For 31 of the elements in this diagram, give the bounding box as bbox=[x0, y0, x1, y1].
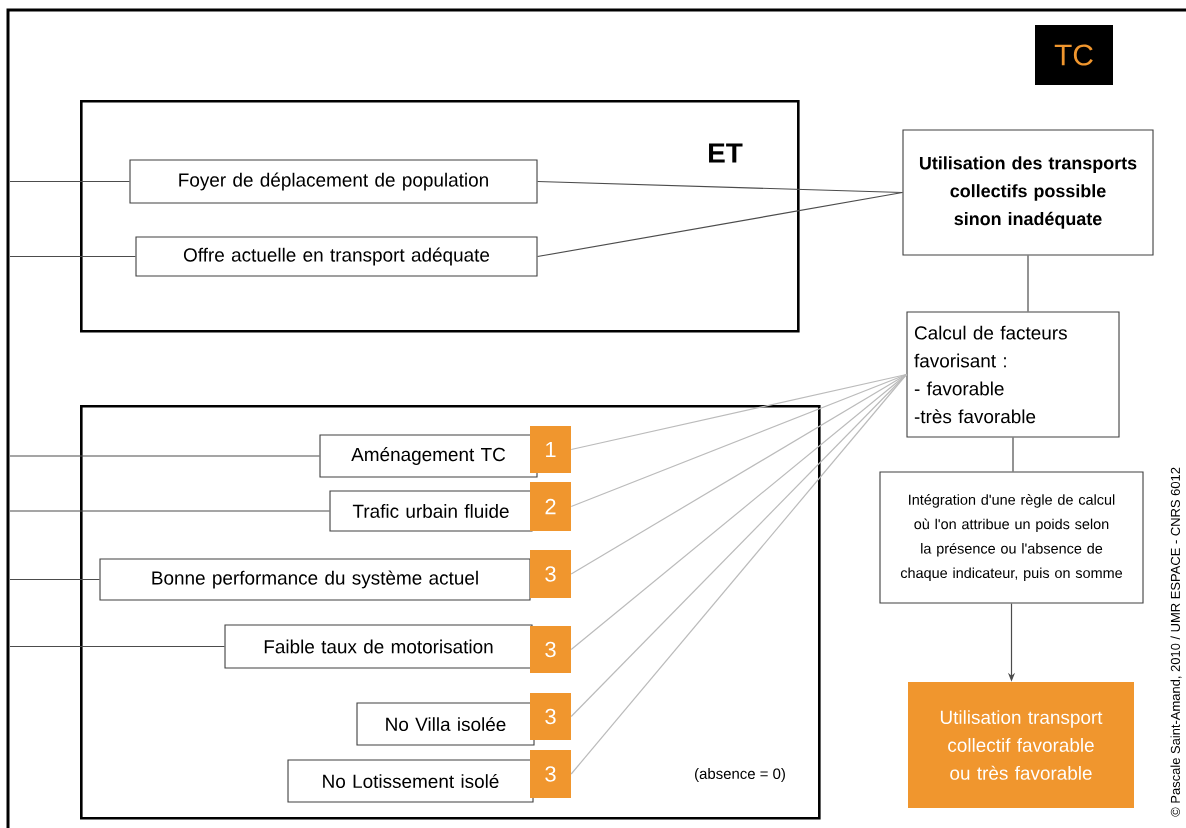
text-box: Foyer de déplacement de population bbox=[129, 159, 538, 204]
copyright-note: © Pascale Saint-Amand, 2010 / UMR ESPACE - CNRS 6012 bbox=[1170, 467, 1182, 817]
text-box: Offre actuelle en transport adéquate bbox=[135, 236, 538, 277]
connector-line bbox=[9, 645, 226, 648]
title-badge: TC bbox=[1035, 25, 1113, 85]
text-box: Utilisation des transports collectifs possible sinon inadéquate bbox=[902, 129, 1154, 256]
connector-line bbox=[9, 455, 321, 457]
text-box: Intégration d'une règle de calcul où l'on attribue un poids selon la présence ou l'absence de chaque indicateur, puis on somme bbox=[879, 471, 1144, 604]
connector-line bbox=[9, 510, 331, 512]
score-badge: 3 bbox=[530, 550, 571, 598]
connector-line bbox=[1012, 436, 1014, 473]
connector-line bbox=[9, 255, 137, 258]
text-box: Trafic urbain fluide bbox=[329, 490, 533, 532]
connector-line bbox=[570, 373, 908, 451]
highlight-box: Utilisation transport collectif favorable ou très favorable bbox=[908, 682, 1134, 808]
text-box: No Lotissement isolé bbox=[287, 759, 534, 803]
connector-line bbox=[9, 578, 101, 581]
text-box: Aménagement TC bbox=[319, 434, 538, 478]
connector-line bbox=[536, 191, 904, 258]
connector-line bbox=[1027, 254, 1029, 313]
score-badge: 2 bbox=[530, 482, 571, 531]
text-box: Faible taux de motorisation bbox=[224, 624, 533, 669]
score-badge: 3 bbox=[530, 693, 571, 740]
text-box: Bonne performance du système actuel bbox=[99, 558, 531, 601]
connector-line bbox=[9, 180, 131, 183]
connector-line bbox=[570, 373, 908, 651]
score-badge: 1 bbox=[530, 426, 571, 473]
score-badge: 3 bbox=[530, 626, 571, 673]
text-box: No Villa isolée bbox=[356, 702, 535, 746]
score-badge: 3 bbox=[530, 750, 571, 798]
text-box: Calcul de facteurs favorisant : - favorable -très favorable bbox=[906, 311, 1120, 438]
